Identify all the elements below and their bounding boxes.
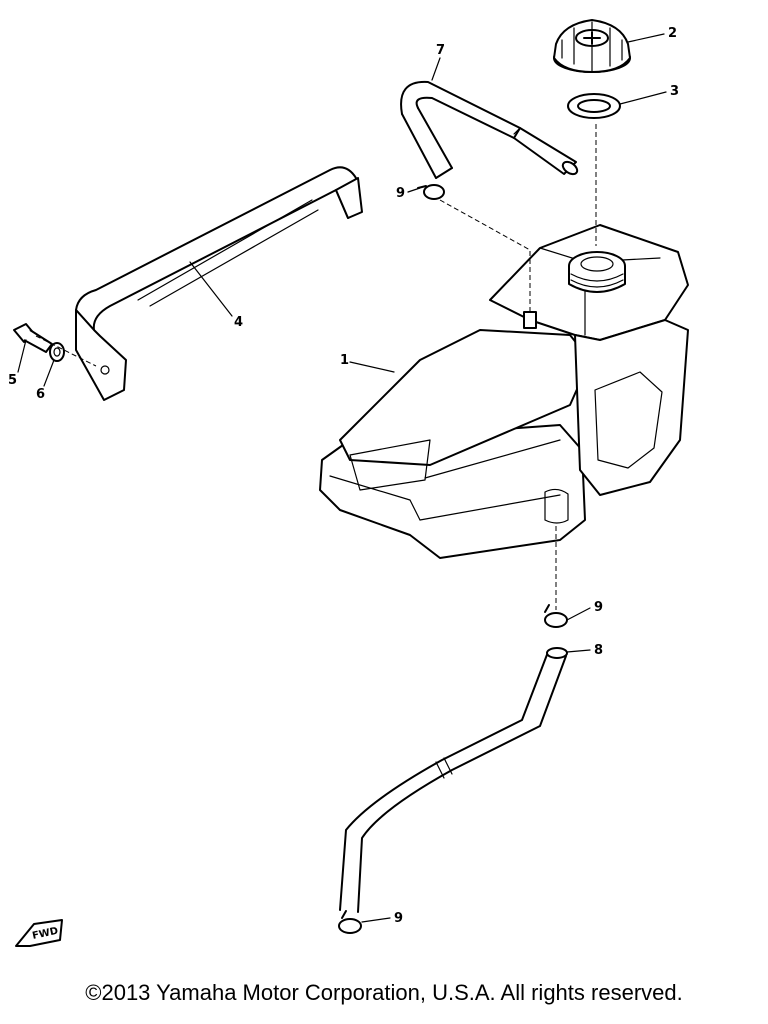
callout-tank: 1 — [340, 353, 349, 368]
vent-alignment-line — [439, 199, 531, 312]
bolt-alignment-line — [35, 335, 97, 367]
clip-part-lower — [338, 910, 362, 934]
callout-gasket: 3 — [670, 84, 679, 99]
vent-hose-part — [400, 80, 579, 179]
copyright-notice: ©2013 Yamaha Motor Corporation, U.S.A. A… — [85, 980, 683, 1005]
gasket-part — [567, 93, 621, 119]
callout-clip-upper: 9 — [396, 186, 405, 201]
callout-clip-lower: 9 — [394, 911, 403, 926]
callout-washer: 6 — [36, 387, 45, 402]
clip-part-upper — [417, 184, 445, 200]
leader-lines — [17, 33, 667, 923]
tank-stay-part — [75, 166, 363, 401]
callout-cap: 2 — [668, 26, 677, 41]
callout-clip-middle: 9 — [594, 600, 603, 615]
fuel-hose-part — [339, 647, 568, 913]
forward-direction-label: FWD — [31, 926, 59, 942]
fuel-cap-part — [553, 19, 631, 73]
washer-part — [49, 342, 65, 362]
bolt-part — [13, 323, 53, 353]
fuel-tank-part — [319, 224, 689, 559]
callout-stay: 4 — [234, 315, 243, 330]
callout-bolt: 5 — [8, 373, 17, 388]
callout-vent-hose: 7 — [436, 43, 445, 58]
callout-fuel-hose: 8 — [594, 643, 603, 658]
forward-direction-arrow: FWD — [15, 919, 63, 947]
